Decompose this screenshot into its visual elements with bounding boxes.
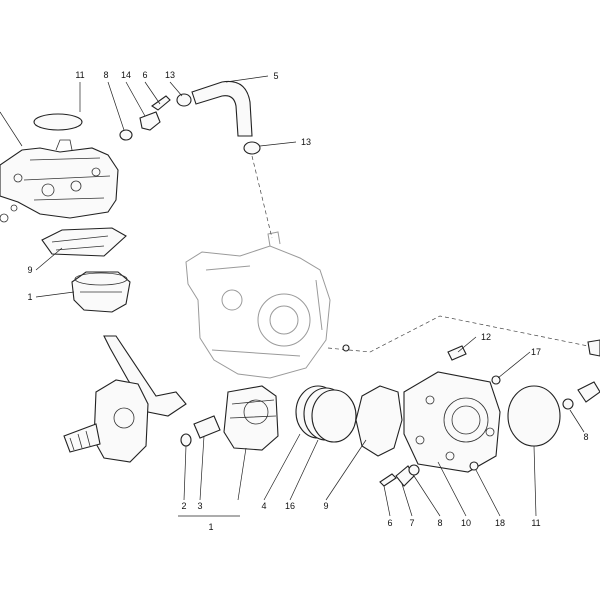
callout-1-upper: 1 (27, 292, 32, 302)
callout-8-right: 8 (583, 432, 588, 442)
base-gasket (355, 385, 403, 457)
circlip (180, 433, 192, 447)
callout-9-upper: 9 (27, 265, 32, 275)
callout-8-lower: 8 (437, 518, 442, 528)
callout-17: 17 (531, 347, 541, 357)
seal-right (562, 398, 574, 410)
guide-line-right (327, 315, 589, 353)
washer-lower (408, 464, 420, 476)
callout-13-top: 13 (165, 70, 175, 80)
callout-6-top: 6 (142, 70, 147, 80)
seal-upper (119, 129, 133, 141)
piston-rings (295, 385, 357, 443)
wrist-pin (193, 415, 221, 439)
callout-11-top: 11 (75, 70, 84, 80)
sensor-fitting-upper (139, 111, 161, 131)
fitting-right (577, 381, 600, 403)
clamp-upper (176, 93, 192, 107)
clamp-middle (243, 141, 261, 155)
guide-line-top (251, 155, 273, 239)
callout-11-lower: 11 (531, 518, 540, 528)
callout-7: 7 (409, 518, 414, 528)
crankcase-ghost (185, 231, 331, 379)
cap-fitting (447, 345, 467, 361)
screw-upper (151, 95, 171, 111)
ring-18 (469, 461, 479, 471)
hose-elbow (191, 80, 253, 137)
callout-18: 18 (495, 518, 505, 528)
callout-12: 12 (481, 332, 491, 342)
callout-9-lower: 9 (323, 501, 328, 511)
leader-lines (0, 75, 585, 517)
o-ring-lower (507, 385, 561, 447)
callout-2: 2 (181, 501, 186, 511)
callout-10: 10 (461, 518, 471, 528)
cylinder-barrel (403, 371, 501, 473)
piston-lower (223, 385, 279, 451)
screw-lower (379, 473, 397, 487)
callout-16: 16 (285, 501, 295, 511)
gasket-upper (41, 227, 127, 257)
callout-5: 5 (273, 71, 278, 81)
callout-3: 3 (197, 501, 202, 511)
callout-1-group: 1 (208, 522, 213, 532)
cylinder-head-upper (0, 139, 119, 219)
piston-upper (71, 271, 131, 313)
callout-4: 4 (261, 501, 266, 511)
crankshaft (63, 335, 187, 463)
clamp-right (587, 339, 600, 357)
o-ring-upper (33, 113, 83, 131)
callout-8-top: 8 (103, 70, 108, 80)
callout-13-middle: 13 (301, 137, 311, 147)
callout-6-lower: 6 (387, 518, 392, 528)
callout-14: 14 (121, 70, 131, 80)
